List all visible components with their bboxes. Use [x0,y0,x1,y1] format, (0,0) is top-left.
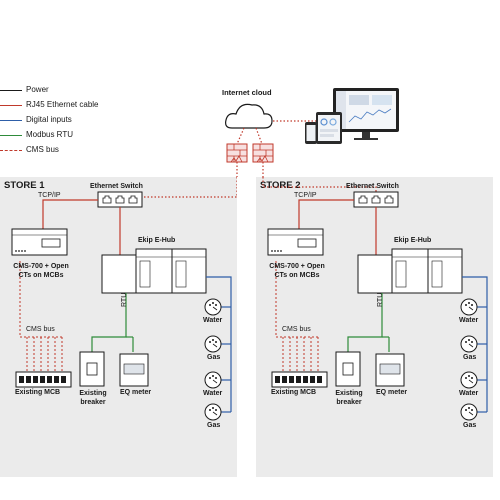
cms-bus-label: CMS bus [282,326,311,333]
firewall-icon [226,143,248,163]
cms-700-device-icon [267,228,324,256]
cms-bus-lines [19,261,63,372]
store-title: STORE 1 [4,180,45,191]
existing-breaker-label: Existing breaker [335,390,363,406]
cloud-label: Internet cloud [222,88,272,97]
legend-label: CMS bus [26,145,59,154]
meter-label: Water [203,317,223,324]
existing-breaker-icon [79,351,105,387]
ekip-e-hub-icon [357,248,463,294]
ekip-e-hub-label: Ekip E-Hub [138,237,176,244]
existing-mcb-icon [15,371,72,388]
cms-700-label: CMS-700 + Open CTs on MCBs [13,263,69,279]
gas-meter-icon [460,335,478,353]
store-2-panel: STORE 2 [256,177,493,477]
rtu-label: RTU [377,292,384,307]
meter-label: Water [203,390,223,397]
existing-breaker-label: Existing breaker [79,390,107,406]
existing-mcb-label: Existing MCB [271,389,317,396]
dashboard-monitor-icon [333,88,399,140]
meter-label: Gas [463,354,477,361]
meter-label: Water [459,390,479,397]
tcpip-label: TCP/IP [294,192,317,199]
store-1-diagram [11,177,237,421]
legend-line [0,135,22,136]
existing-mcb-label: Existing MCB [15,389,61,396]
legend-label: RJ45 Ethernet cable [26,100,99,109]
meter-label: Gas [207,354,221,361]
firewall-icon [252,143,274,163]
eq-meter-icon [119,353,149,387]
store-1-panel: STORE 1 [0,177,237,477]
cloud-to-firewall-2-line [255,127,263,145]
legend-label: Digital inputs [26,115,72,124]
legend-label: Power [26,85,49,94]
ekip-e-hub-label: Ekip E-Hub [394,237,432,244]
gas-meter-icon [204,335,222,353]
tablet-icon [316,112,342,144]
water-meter-icon [460,371,478,389]
gas-meter-icon [460,403,478,421]
meter-label: Water [459,317,479,324]
legend-line [0,120,22,121]
legend-line [0,90,22,91]
ekip-e-hub-icon [101,248,207,294]
existing-breaker-icon [335,351,361,387]
cloud-to-firewall-1-line [236,127,245,145]
eq-meter-label: EQ meter [120,389,152,396]
store-title: STORE 2 [260,180,301,191]
gas-meter-icon [204,403,222,421]
cms-bus-lines [275,261,319,372]
ethernet-switch-label: Ethernet Switch [90,183,143,190]
water-meter-icon [204,371,222,389]
existing-mcb-icon [271,371,328,388]
ethernet-switch-icon [353,191,399,208]
cloud-icon [225,103,273,129]
cms-700-device-icon [11,228,68,256]
store-2-diagram [262,177,488,421]
legend-label: Modbus RTU [26,130,73,139]
cloud-diagram [225,88,399,177]
tcpip-label: TCP/IP [38,192,61,199]
legend-line [0,150,22,151]
cms-700-label: CMS-700 + Open CTs on MCBs [269,263,325,279]
legend-line [0,105,22,106]
cms-bus-label: CMS bus [26,326,55,333]
water-meter-icon [204,298,222,316]
eq-meter-icon [375,353,405,387]
eq-meter-label: EQ meter [376,389,408,396]
ethernet-switch-label: Ethernet Switch [346,183,399,190]
water-meter-icon [460,298,478,316]
ethernet-switch-icon [97,191,143,208]
rtu-label: RTU [121,292,128,307]
meter-label: Gas [463,422,477,429]
meter-label: Gas [207,422,221,429]
phone-icon [305,122,317,144]
